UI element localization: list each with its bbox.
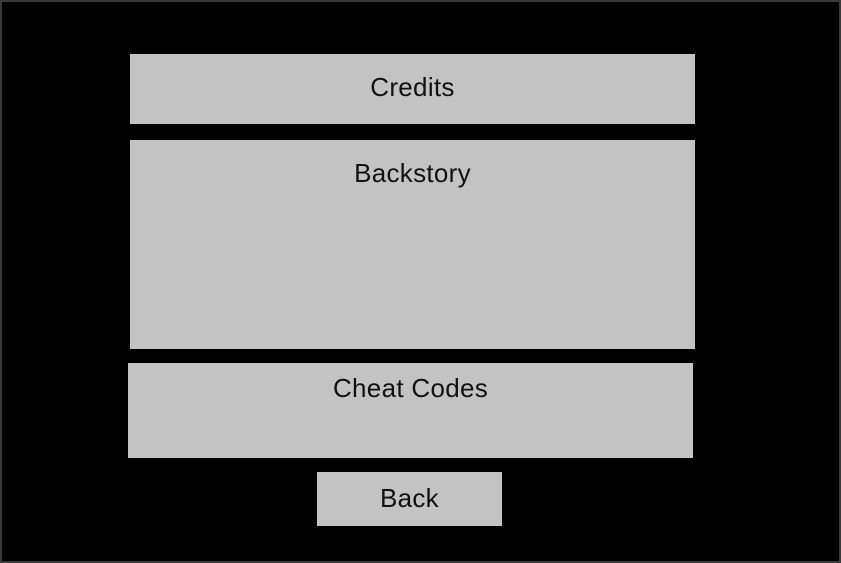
cheat-codes-panel[interactable]: Cheat Codes	[128, 363, 693, 458]
credits-panel[interactable]: Credits	[130, 54, 695, 124]
credits-title: Credits	[370, 72, 455, 102]
backstory-title: Backstory	[354, 158, 471, 188]
back-button[interactable]: Back	[317, 472, 502, 526]
backstory-panel[interactable]: Backstory	[130, 140, 695, 349]
back-button-label: Back	[379, 483, 439, 513]
cheat-codes-title: Cheat Codes	[332, 373, 489, 403]
